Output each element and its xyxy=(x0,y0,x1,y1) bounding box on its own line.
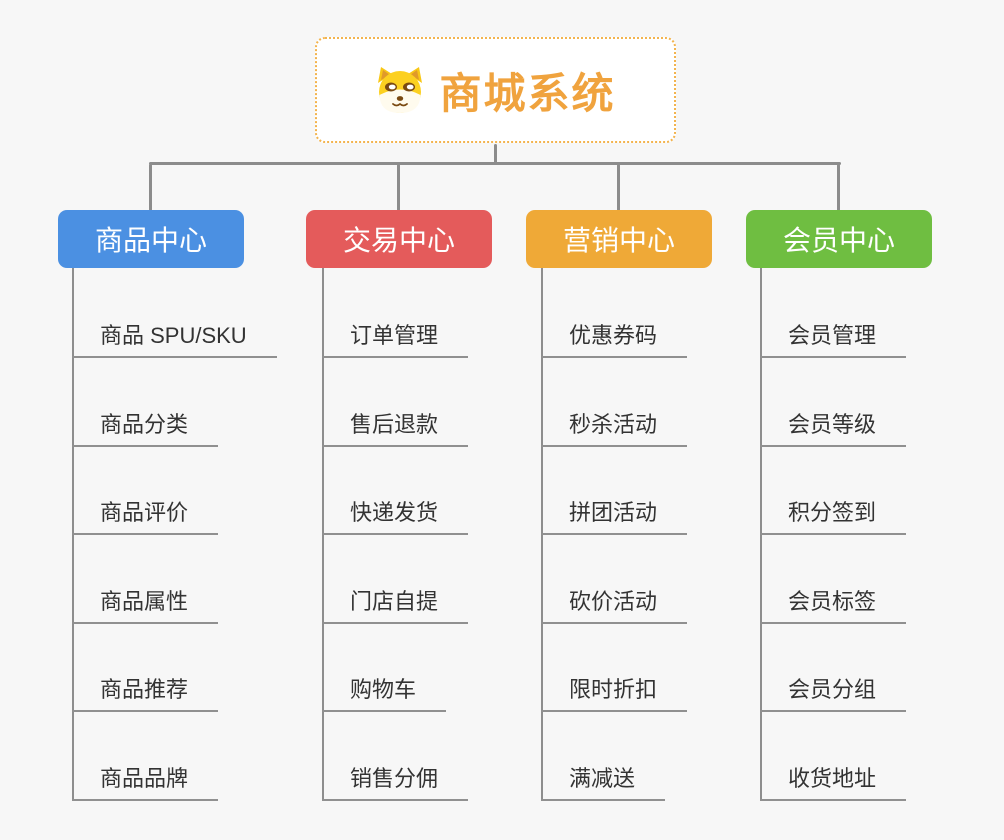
root-node[interactable]: 商城系统 xyxy=(315,37,676,143)
leaf-item[interactable]: 会员管理 xyxy=(760,320,907,358)
leaf-item[interactable]: 快递发货 xyxy=(322,497,469,535)
leaf-item[interactable]: 商品推荐 xyxy=(72,674,219,712)
leaf-item[interactable]: 优惠券码 xyxy=(541,320,688,358)
leaf-item[interactable]: 砍价活动 xyxy=(541,586,688,624)
connector-root-drop xyxy=(494,144,497,164)
branch-children-product: 商品 SPU/SKU 商品分类 商品评价 商品属性 商品推荐 商品品牌 xyxy=(72,0,332,840)
leaf-item[interactable]: 积分签到 xyxy=(760,497,907,535)
leaf-item[interactable]: 商品分类 xyxy=(72,409,219,447)
branch-children-trade: 订单管理 售后退款 快递发货 门店自提 购物车 销售分佣 xyxy=(322,0,582,840)
leaf-item[interactable]: 商品属性 xyxy=(72,586,219,624)
dog-face-icon xyxy=(378,67,423,113)
leaf-item[interactable]: 满减送 xyxy=(541,763,666,801)
leaf-item[interactable]: 订单管理 xyxy=(322,320,469,358)
leaf-item[interactable]: 收货地址 xyxy=(760,763,907,801)
branch-node-trade-center[interactable]: 交易中心 xyxy=(306,210,492,268)
leaf-item[interactable]: 销售分佣 xyxy=(322,763,469,801)
connector-bus xyxy=(149,162,841,165)
connector-drop-marketing xyxy=(617,164,620,211)
leaf-item[interactable]: 售后退款 xyxy=(322,409,469,447)
branch-node-marketing-center[interactable]: 营销中心 xyxy=(526,210,712,268)
connector-drop-trade xyxy=(397,164,400,211)
branch-node-product-center[interactable]: 商品中心 xyxy=(58,210,244,268)
leaf-item[interactable]: 商品品牌 xyxy=(72,763,219,801)
leaf-item[interactable]: 会员分组 xyxy=(760,674,907,712)
branch-node-member-center[interactable]: 会员中心 xyxy=(746,210,932,268)
leaf-item[interactable]: 购物车 xyxy=(322,674,447,712)
root-title: 商城系统 xyxy=(439,69,616,117)
leaf-item[interactable]: 会员等级 xyxy=(760,409,907,447)
leaf-item[interactable]: 商品评价 xyxy=(72,497,219,535)
connector-drop-product xyxy=(149,164,152,211)
leaf-item[interactable]: 秒杀活动 xyxy=(541,409,688,447)
branch-children-member: 会员管理 会员等级 积分签到 会员标签 会员分组 收货地址 xyxy=(760,0,1004,840)
connector-drop-member xyxy=(837,164,840,211)
branch-children-marketing: 优惠券码 秒杀活动 拼团活动 砍价活动 限时折扣 满减送 xyxy=(541,0,801,840)
leaf-item[interactable]: 限时折扣 xyxy=(541,674,688,712)
leaf-item[interactable]: 门店自提 xyxy=(322,586,469,624)
leaf-item[interactable]: 会员标签 xyxy=(760,586,907,624)
leaf-item[interactable]: 拼团活动 xyxy=(541,497,688,535)
leaf-item[interactable]: 商品 SPU/SKU xyxy=(72,320,277,358)
